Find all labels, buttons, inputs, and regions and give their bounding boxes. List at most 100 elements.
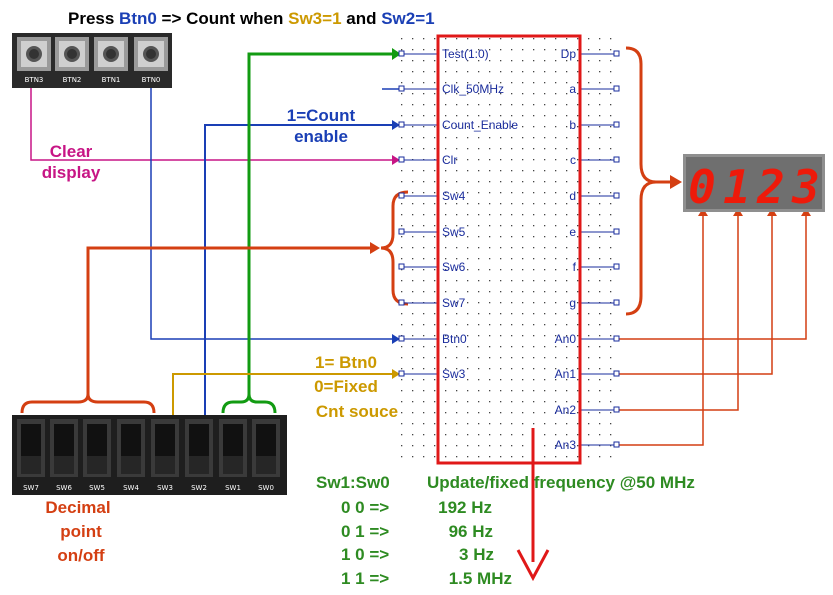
wire-test-arrow (392, 48, 401, 60)
pin-d: d (569, 189, 576, 203)
display-digit-0: 0 (688, 160, 716, 214)
pin-b: b (569, 118, 576, 132)
freq-row-3-sel: 1 1 => (341, 569, 389, 588)
freq-row-3-freq: 1.5 MHz (449, 569, 512, 588)
btn2-label: BTN2 (63, 76, 82, 84)
switch-sw4[interactable]: SW4 (117, 419, 145, 492)
btn0[interactable]: BTN0 (134, 37, 168, 84)
sw0-label: SW0 (258, 484, 274, 492)
wire-sw3 (172, 373, 392, 415)
counter-block[interactable] (436, 34, 582, 465)
wire-an2 (616, 213, 739, 411)
switch-sw3[interactable]: SW3 (151, 419, 179, 492)
btn1[interactable]: BTN1 (94, 37, 128, 84)
sw6-label: SW6 (56, 484, 72, 492)
brace-segment-outputs (625, 46, 657, 316)
pin-count-enable: Count_Enable (442, 118, 518, 132)
frequency-table: Sw1:Sw0 Update/fixed frequency @50 MHz 0… (316, 473, 695, 588)
btn0-label: BTN0 (142, 76, 161, 84)
pin-f: f (573, 260, 577, 274)
switch-sw1[interactable]: SW1 (219, 419, 247, 492)
count-enable-label-1: 1=Count (287, 106, 356, 125)
right-pin-stubs (580, 50, 620, 448)
wire-switch-bank (86, 246, 370, 394)
pin-a: a (569, 82, 576, 96)
brace-sw7-sw4 (20, 393, 156, 414)
pin-sw7: Sw7 (442, 296, 466, 310)
pin-an0: An0 (555, 332, 577, 346)
decimal-label-2: point (60, 522, 102, 541)
source-label-1: 1= Btn0 (315, 353, 377, 372)
wire-an1 (616, 213, 773, 375)
wire-btn0-arrow (392, 334, 400, 344)
display-digit-2: 2 (756, 160, 785, 214)
wire-sw3-arrow (392, 369, 400, 379)
wire-clear-arrow (392, 155, 400, 165)
output-arrow-head (516, 549, 550, 582)
display-digit-1: 1 (723, 160, 751, 214)
source-label-3: Cnt souce (316, 402, 398, 421)
freq-row-1-freq: 96 Hz (449, 522, 493, 541)
wire-count-enable (204, 124, 392, 415)
pin-clk: Clk_50MHz (442, 82, 504, 96)
wire-an3 (616, 213, 704, 446)
left-pin-stubs (398, 50, 438, 377)
freq-row-0-freq: 192 Hz (438, 498, 492, 517)
pin-e: e (569, 225, 576, 239)
wire-clear (30, 88, 392, 161)
sw2-label: SW2 (191, 484, 207, 492)
diagram-title: Press Btn0 => Count when Sw3=1 and Sw2=1 (68, 9, 435, 28)
pin-sw4: Sw4 (442, 189, 466, 203)
switch-board: SW7 SW6 SW5 SW4 SW3 SW2 SW1 SW0 (12, 415, 287, 495)
switch-sw2[interactable]: SW2 (185, 419, 213, 492)
pushbutton-board: BTN3 BTN2 BTN1 BTN0 (12, 33, 172, 88)
switch-sw7[interactable]: SW7 (17, 419, 45, 492)
pin-clr: Clr (442, 153, 457, 167)
pin-dp: Dp (561, 47, 577, 61)
pin-sw3: Sw3 (442, 367, 466, 381)
wire-btn0 (150, 88, 392, 340)
sw1-label: SW1 (225, 484, 241, 492)
pin-an2: An2 (555, 403, 577, 417)
freq-row-2-sel: 1 0 => (341, 545, 389, 564)
freq-row-2-freq: 3 Hz (459, 545, 494, 564)
wire-segments-arrow (670, 175, 682, 189)
switch-sw5[interactable]: SW5 (83, 419, 111, 492)
switch-sw6[interactable]: SW6 (50, 419, 78, 492)
btn2[interactable]: BTN2 (55, 37, 89, 84)
btn3-label: BTN3 (25, 76, 44, 84)
grid-dots (398, 38, 620, 462)
switch-sw0[interactable]: SW0 (252, 419, 280, 492)
pin-sw5: Sw5 (442, 225, 466, 239)
clear-label-2: display (42, 163, 101, 182)
sw5-label: SW5 (89, 484, 105, 492)
freq-row-1-sel: 0 1 => (341, 522, 389, 541)
seven-segment-display: 0 1 2 3 (683, 154, 825, 214)
display-digit-3: 3 (791, 160, 820, 214)
wire-count-enable-arrow (392, 120, 400, 130)
sw7-label: SW7 (23, 484, 39, 492)
freq-header-select: Sw1:Sw0 (316, 473, 390, 492)
decimal-label-1: Decimal (45, 498, 110, 517)
pin-btn0: Btn0 (442, 332, 467, 346)
wire-test (247, 52, 392, 394)
clear-label-1: Clear (50, 142, 93, 161)
sw4-label: SW4 (123, 484, 139, 492)
pin-g: g (569, 296, 576, 310)
count-enable-label-2: enable (294, 127, 348, 146)
freq-row-0-sel: 0 0 => (341, 498, 389, 517)
wire-switch-bank-arrow (370, 242, 380, 254)
freq-header-desc: Update/fixed frequency @50 MHz (427, 473, 695, 492)
sw3-label: SW3 (157, 484, 173, 492)
brace-sw-inputs (380, 190, 409, 306)
brace-sw1-sw0 (221, 393, 277, 414)
btn3[interactable]: BTN3 (17, 37, 51, 84)
pin-sw6: Sw6 (442, 260, 466, 274)
pin-test: Test(1:0) (442, 47, 489, 61)
btn1-label: BTN1 (102, 76, 121, 84)
pin-c: c (570, 153, 576, 167)
decimal-label-3: on/off (57, 546, 105, 565)
source-label-2: 0=Fixed (314, 377, 378, 396)
wire-an0 (616, 213, 807, 340)
